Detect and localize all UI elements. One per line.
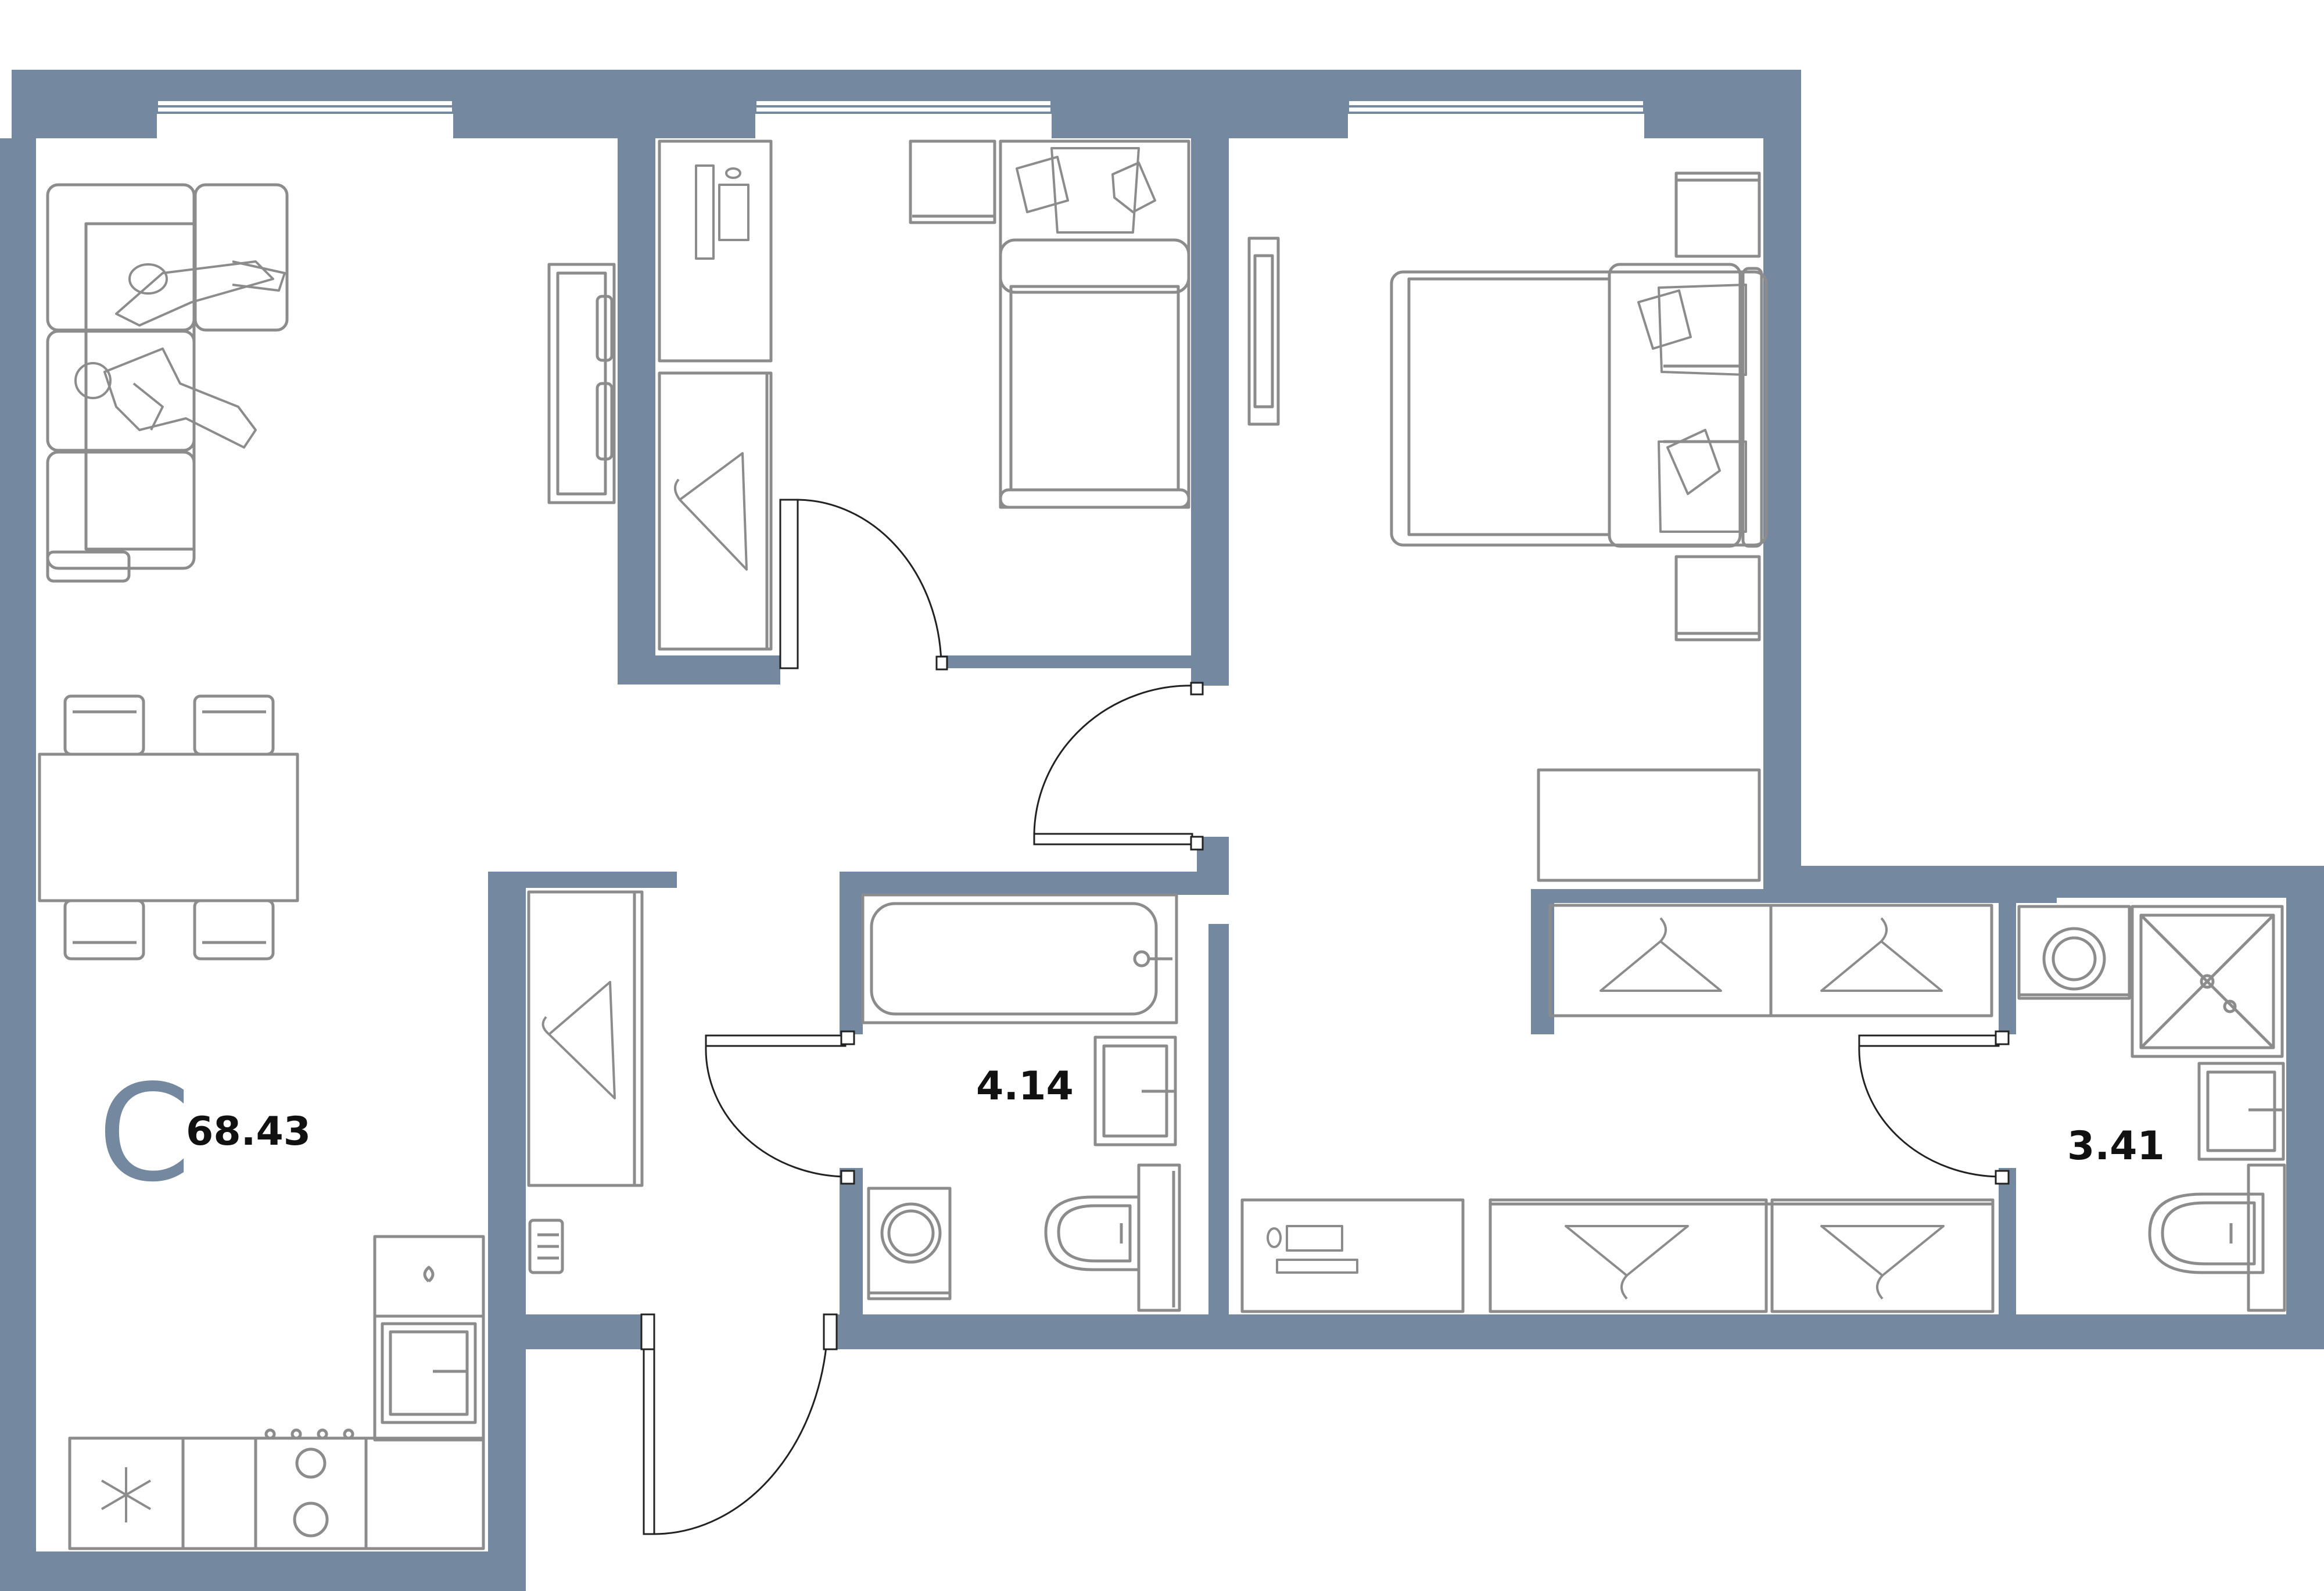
tv-icon: [547, 263, 616, 504]
person-icon: [74, 260, 286, 449]
bed-icon: [999, 139, 1190, 509]
sink-icon: [381, 1266, 477, 1424]
walls: [0, 70, 2324, 1591]
chair-icon: [63, 694, 275, 961]
computer-icon: [1267, 1225, 1358, 1274]
dining-table-icon: [38, 752, 299, 902]
hanger-icon: [674, 452, 748, 571]
sink-icon: [1093, 1035, 1177, 1146]
bathroom-area-label: 4.14: [976, 1063, 1074, 1109]
nightstand-icon: [909, 139, 996, 224]
wardrobe-icon: [1548, 904, 1993, 1017]
sofa-icon: [46, 183, 289, 583]
wardrobe-icon: [1489, 1198, 1995, 1313]
bathtub-icon: [861, 893, 1178, 1024]
sink-icon: [2197, 1062, 2285, 1161]
shoe-rack: [528, 1219, 564, 1274]
total-area-label: 68.43: [186, 1109, 311, 1155]
hanger-icon: [1565, 1225, 1945, 1300]
bed-icon: [1390, 263, 1768, 548]
stove-icon: [264, 1428, 354, 1538]
washing-machine-icon: [867, 1187, 952, 1300]
desk-icon: [658, 139, 773, 363]
toilet-icon: [1044, 1163, 1181, 1312]
kitchen-counter: [68, 1235, 485, 1550]
hanger-icon: [541, 981, 616, 1099]
fridge-icon: [68, 1436, 185, 1550]
computer-icon: [695, 164, 749, 260]
pillow-icon: [1016, 147, 1156, 234]
wardrobe-icon: [527, 890, 644, 1187]
toilet-icon: [2148, 1163, 2286, 1312]
wardrobe-icon: [658, 371, 773, 651]
door-swing-icon: [640, 499, 2010, 1535]
pillow-icon: [1637, 284, 1747, 533]
dresser: [1537, 768, 1761, 882]
hanger-icon: [1599, 917, 1943, 992]
shower-room-area-label: 3.41: [2067, 1123, 2165, 1169]
window-icon: [156, 99, 1645, 114]
desk-icon: [1240, 1198, 1465, 1313]
tv-icon: [1247, 236, 1280, 426]
nightstand-icon: [1674, 171, 1761, 642]
snowflake-icon: [101, 1467, 152, 1522]
washing-machine-icon: [2017, 905, 2131, 1000]
apartment-letter: C: [98, 1056, 191, 1212]
shower-icon: [2131, 905, 2284, 1058]
